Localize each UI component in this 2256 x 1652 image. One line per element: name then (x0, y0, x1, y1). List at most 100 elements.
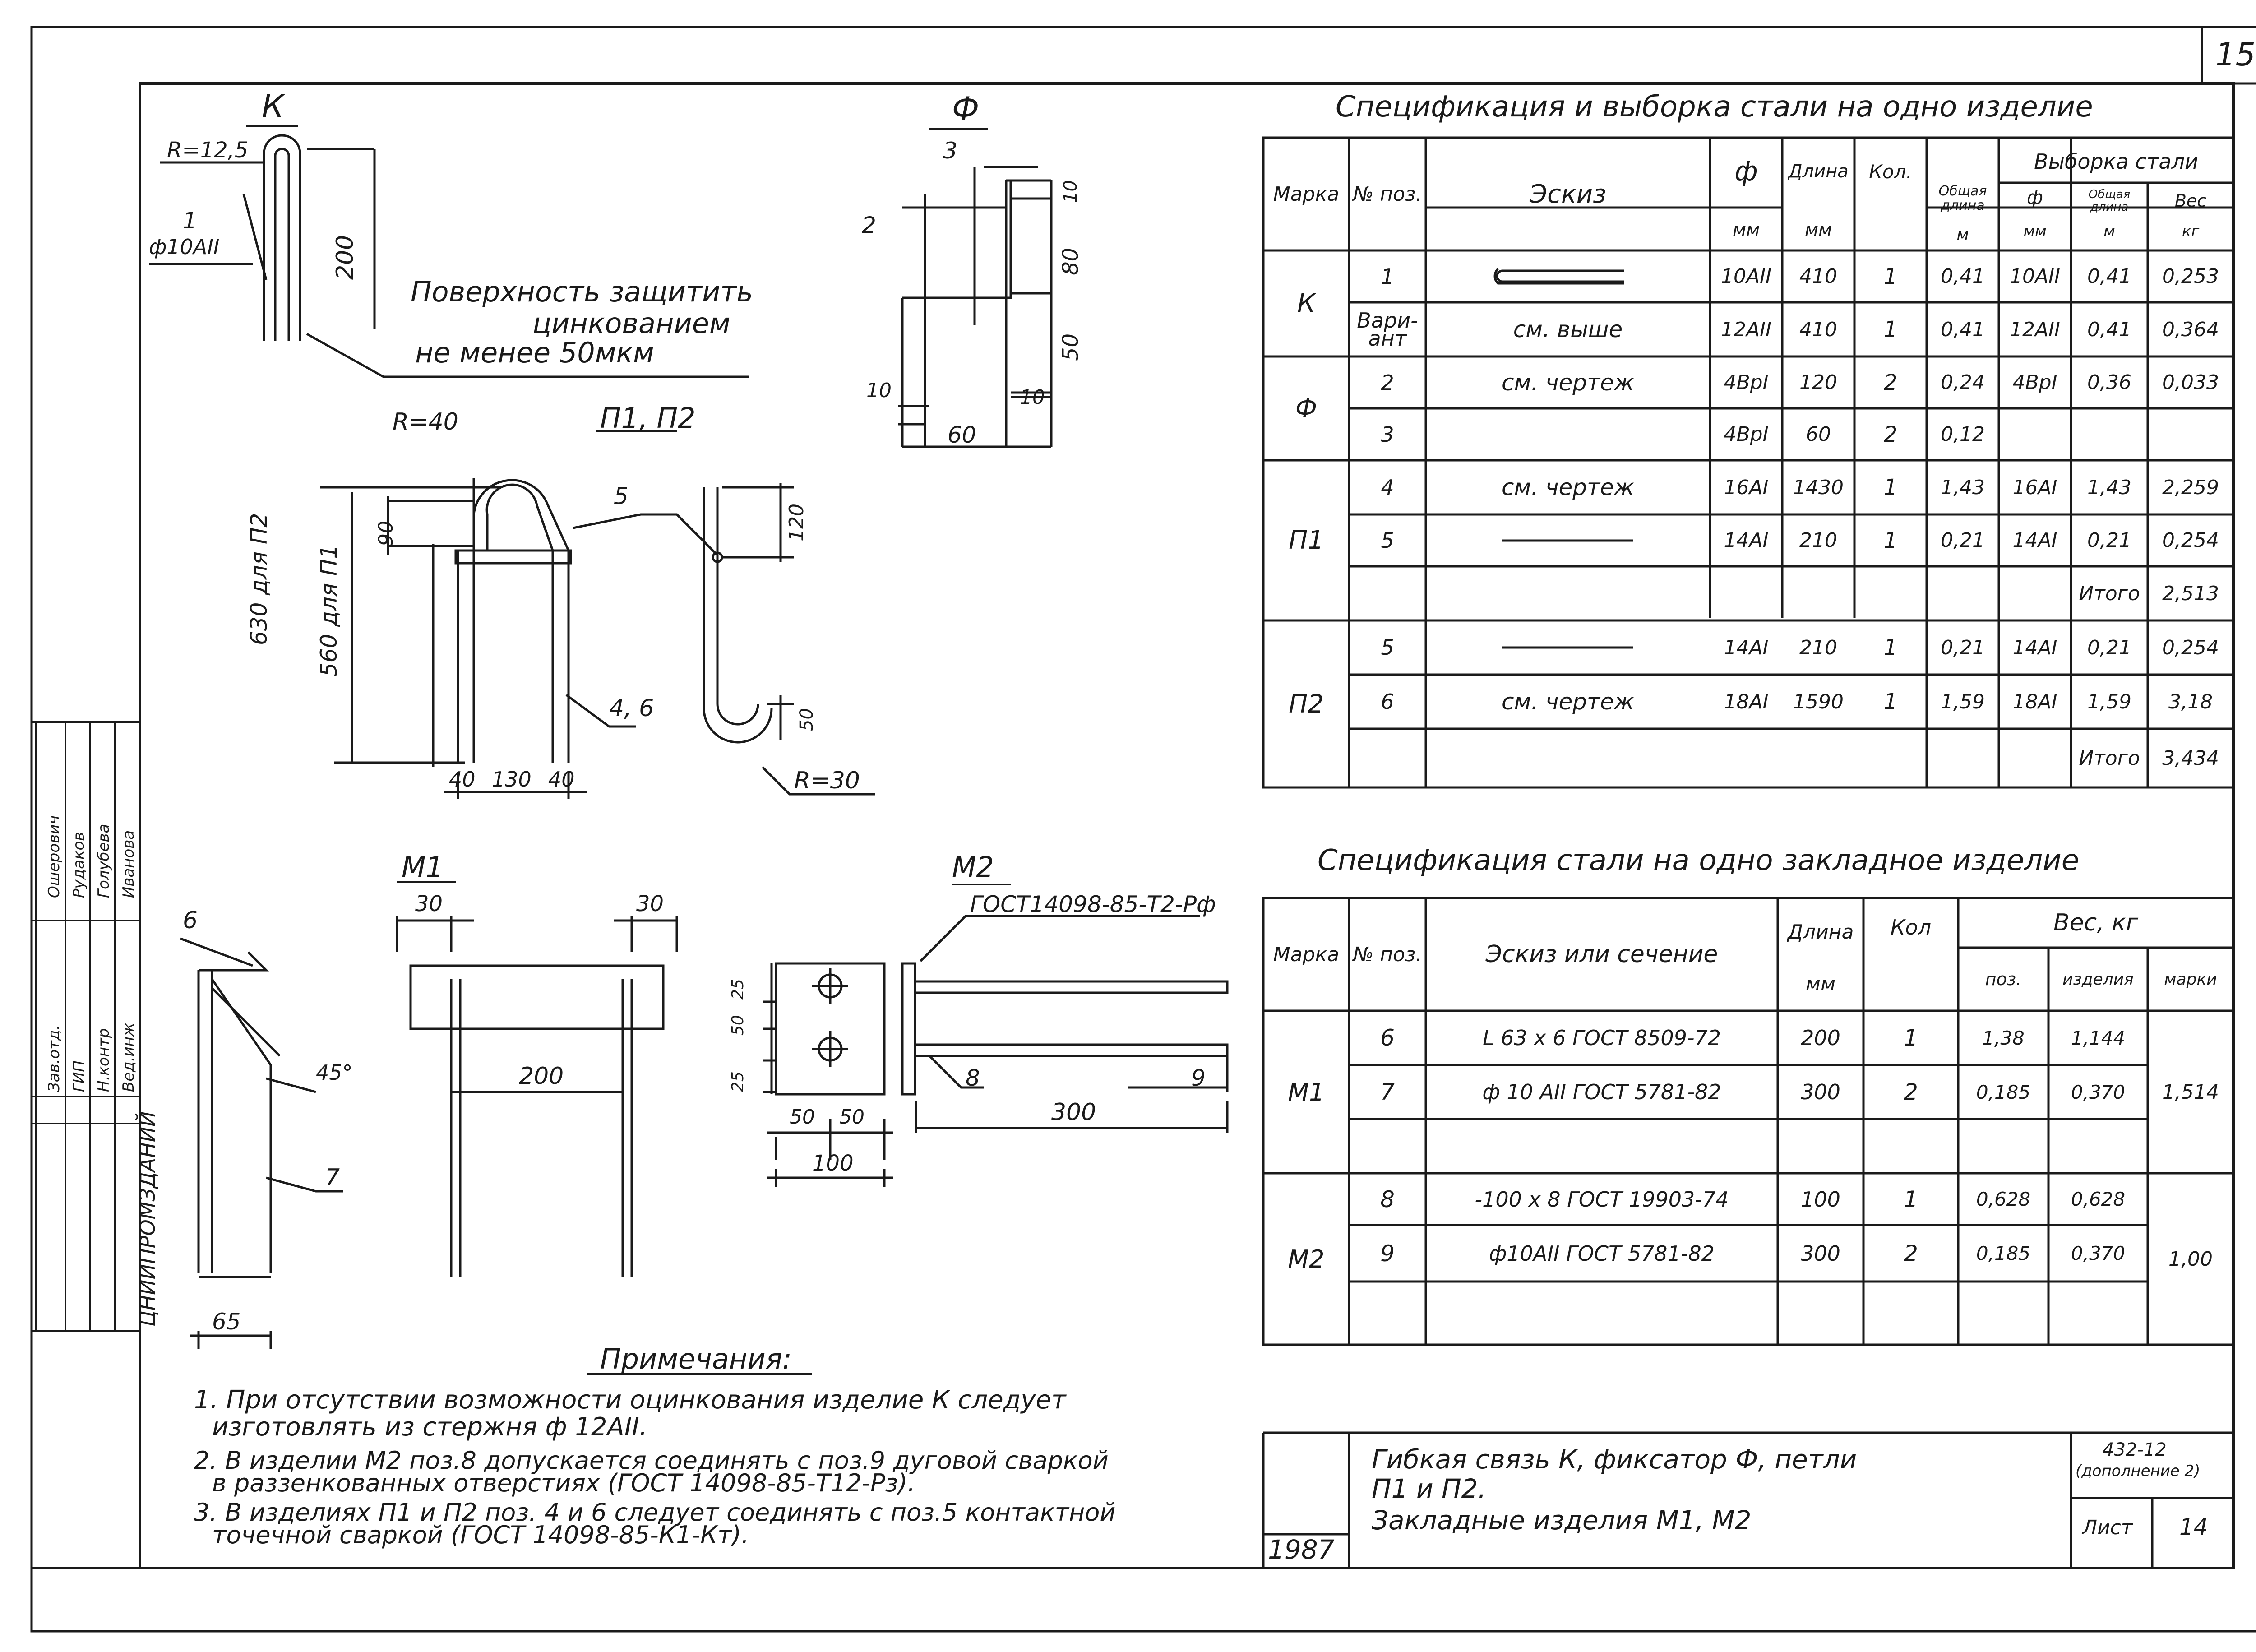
t1-cell-w: 3,18 (2168, 690, 2213, 713)
t2-h-w-pos: поз. (1985, 969, 2022, 989)
k-height: 200 (332, 235, 359, 280)
side-stamp-grid (32, 721, 140, 1569)
t1-cell-w: 2,513 (2162, 582, 2219, 605)
t1-cell-len: 60 (1806, 423, 1831, 446)
m2-pos8: 8 (966, 1065, 980, 1091)
t2-cell-wp (1958, 1282, 2048, 1345)
t1-h-length-unit: мм (1804, 220, 1832, 241)
m2-weld: ГОСТ14098-85-Т2-Рф (970, 891, 1216, 917)
t2-cell-marka: М2 (1288, 1245, 1325, 1273)
outer-border (30, 26, 2256, 1633)
m1-d30b: 30 (636, 891, 664, 916)
t1-cell-w: 0,254 (2162, 636, 2219, 659)
angle-pos7: 7 (325, 1164, 340, 1191)
drawing-angle (180, 937, 343, 1349)
t2-cell-sketch: ф10АII ГОСТ 5781-82 (1489, 1241, 1715, 1266)
t2-cell-len (1778, 1282, 1863, 1345)
t1-cell-sphi: 14AI (2012, 529, 2057, 552)
table1-grid (1262, 136, 2235, 789)
t1-cell-tl: 1,59 (1941, 690, 1985, 713)
t1-cell-sl: 1,43 (2087, 476, 2131, 499)
p-d50: 50 (796, 708, 817, 731)
drawing-p (320, 478, 875, 799)
t2-cell-sketch: L 63 x 6 ГОСТ 8509-72 (1482, 1026, 1721, 1050)
inner-frame (139, 82, 2235, 1569)
t2-cell-pos: 9 (1380, 1240, 1395, 1267)
m1-d30a: 30 (415, 891, 443, 916)
t2-h-w-marks: марки (2164, 970, 2217, 989)
k-note-1: Поверхность защитить (411, 275, 753, 308)
k-title: К (262, 88, 284, 125)
drawing-f (898, 166, 1053, 448)
t2-cell-wi: 0,370 (2071, 1242, 2126, 1264)
t2-cell-qty (1863, 1282, 1958, 1345)
angle-angle: 45° (316, 1060, 353, 1085)
t1-cell-phi: 14AI (1724, 636, 1769, 659)
t1-cell-tl: 1,43 (1941, 476, 1985, 499)
t2-cell-mark-weight: 1,00 (2168, 1247, 2213, 1271)
t1-h-sel-weight: Вес (2174, 191, 2207, 211)
t2-cell-wi: 1,144 (2071, 1027, 2126, 1049)
t1-cell-w: 0,254 (2162, 529, 2219, 552)
title-block-grid (1262, 1431, 2233, 1568)
m2-d50a: 50 (790, 1106, 815, 1129)
t1-cell-len: 1590 (1793, 690, 1844, 713)
t1-cell-w: 3,434 (2162, 746, 2219, 770)
f-d10a: 10 (1060, 180, 1081, 203)
t2-cell-wi: 0,628 (2071, 1188, 2126, 1210)
drawing-k (149, 134, 749, 378)
notes-title: Примечания: (600, 1342, 792, 1375)
p-w3: 40 (548, 767, 575, 791)
notes-line-5: точечной сваркой (ГОСТ 14098-85-К1-Кт). (212, 1521, 749, 1549)
t1-h-sel-phi-unit: мм (2023, 222, 2047, 241)
t2-cell-len: 300 (1801, 1241, 1840, 1266)
t1-h-phi: ф (1734, 156, 1758, 187)
t1-cell-phi: 10АII (1720, 265, 1772, 288)
t1-h-marka: Марка (1273, 182, 1340, 206)
angle-width: 65 (212, 1309, 241, 1335)
angle-pos6: 6 (183, 907, 198, 934)
t1-cell-len: 410 (1799, 265, 1837, 288)
p-d120: 120 (785, 504, 808, 541)
t1-cell-marka: П2 (1289, 689, 1324, 719)
k-bar: ф10АII (149, 235, 220, 259)
t1-cell-sl: Итого (2079, 746, 2140, 770)
t1-cell-phi: 4BpI (1724, 423, 1769, 446)
t1-cell-qty: 1 (1883, 264, 1898, 289)
t1-cell-tl: 0,24 (1941, 371, 1985, 394)
t1-cell-len: 120 (1799, 371, 1837, 394)
t1-cell-sl: 1,59 (2087, 690, 2131, 713)
t1-cell-sphi: 14AI (2012, 636, 2057, 659)
t1-cell-qty: 1 (1883, 689, 1898, 714)
t1-cell-tl: 0,21 (1941, 529, 1985, 552)
tb-sheet-label: Лист (2082, 1516, 2133, 1539)
m2-d25a: 25 (729, 979, 747, 1000)
t2-cell-qty: 1 (1904, 1025, 1918, 1051)
table2-grid (1262, 897, 2235, 1346)
k-note-2: цинкованием (532, 307, 730, 340)
t1-cell-tl: 0,12 (1941, 423, 1985, 446)
t2-cell-sketch (1426, 1119, 1778, 1173)
f-pos2: 2 (862, 212, 876, 238)
t1-cell-pos: 6 (1381, 689, 1394, 714)
t2-h-pos: № поз. (1353, 943, 1422, 966)
t1-cell-sl: Итого (2079, 582, 2140, 605)
t1-h-sketch: Эскиз (1530, 179, 1606, 209)
f-title: Ф (952, 90, 980, 127)
drawing-m1 (396, 916, 678, 1277)
t1-cell-w: 0,033 (2162, 371, 2219, 394)
f-d80: 80 (1058, 247, 1083, 275)
m2-d300: 300 (1051, 1099, 1096, 1126)
t2-cell-pos: 6 (1380, 1025, 1395, 1051)
p-w1: 40 (449, 767, 476, 791)
t1-cell-sl: 0,41 (2087, 265, 2131, 288)
t1-cell-sketch: см. чертеж (1502, 689, 1634, 715)
f-d10b: 10 (866, 379, 892, 402)
t2-cell-wp: 0,185 (1976, 1081, 2031, 1103)
notes-line-1: изготовлять из стержня ф 12АII. (212, 1412, 647, 1442)
t1-cell-qty: 1 (1883, 635, 1898, 660)
p-d90: 90 (374, 521, 398, 546)
t1-cell-tl: 0,41 (1941, 265, 1985, 288)
tb-sheet-number: 14 (2179, 1514, 2208, 1540)
